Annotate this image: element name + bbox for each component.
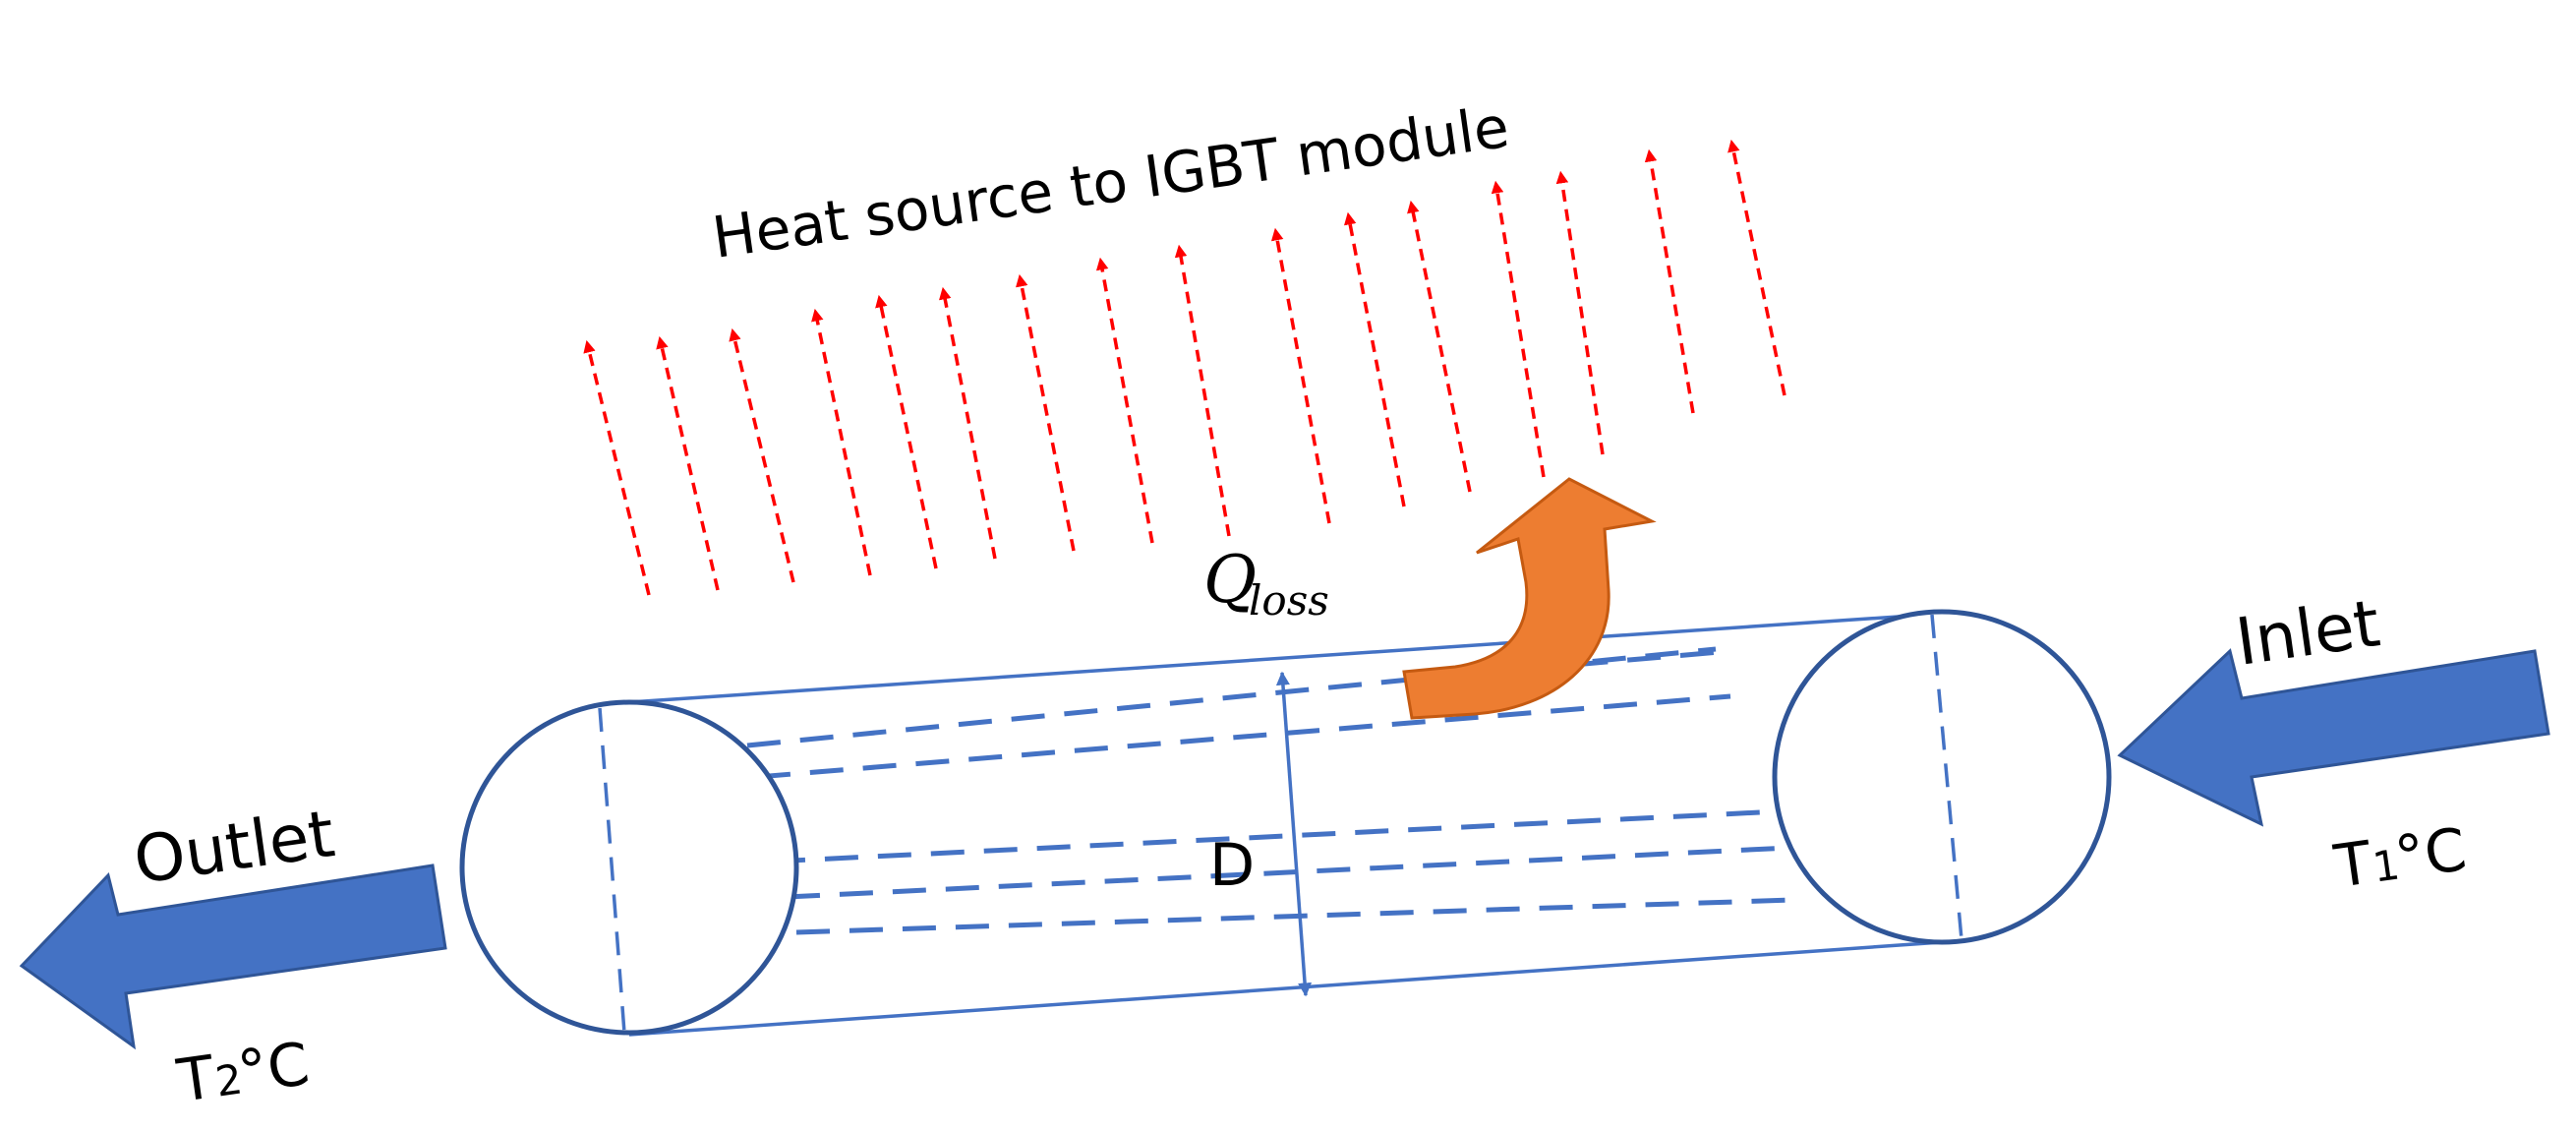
q-symbol: Q bbox=[1203, 542, 1257, 618]
heat-arrow bbox=[1727, 139, 1786, 396]
outlet-label: Outlet bbox=[130, 796, 339, 899]
heat-source-label: Heat source to IGBT module bbox=[708, 93, 1512, 271]
heat-arrow bbox=[583, 339, 651, 596]
heat-arrow bbox=[1095, 257, 1154, 544]
heat-arrow bbox=[875, 294, 938, 569]
diameter-indicator: D bbox=[1209, 671, 1313, 997]
inlet-flow-arrow bbox=[2117, 648, 2550, 827]
tube-top-edge bbox=[628, 612, 1943, 704]
heat-arrow bbox=[1270, 227, 1331, 524]
heat-arrow bbox=[1491, 180, 1546, 478]
t2-symbol: T bbox=[172, 1043, 218, 1116]
inlet-arrow-shape bbox=[2117, 648, 2550, 827]
heat-source-arrows bbox=[583, 139, 1786, 596]
heat-arrow bbox=[811, 308, 872, 576]
heat-arrow bbox=[939, 286, 997, 560]
heat-arrow bbox=[1407, 200, 1472, 493]
heat-arrow bbox=[1174, 244, 1231, 537]
t2-label: T 2 °C bbox=[172, 1030, 313, 1116]
outlet-end-circle bbox=[459, 699, 799, 1036]
outlet-end-diameter bbox=[598, 707, 626, 1034]
diameter-arrow bbox=[1275, 671, 1313, 997]
tube-internal-dashes bbox=[746, 646, 1795, 935]
inlet-end-diameter bbox=[1930, 614, 1963, 940]
heat-loss-arrow bbox=[1402, 477, 1657, 720]
t2-unit: °C bbox=[234, 1030, 314, 1107]
q-loss-label: Q loss bbox=[1203, 542, 1329, 625]
heat-arrow bbox=[1343, 211, 1406, 507]
diameter-label: D bbox=[1209, 831, 1255, 900]
t1-symbol: T bbox=[2329, 828, 2375, 902]
heat-arrow bbox=[1016, 273, 1076, 552]
tube-flow-dash-line bbox=[756, 693, 1731, 780]
t1-label: T 1 °C bbox=[2329, 815, 2470, 902]
tube bbox=[459, 609, 2112, 1037]
inlet-end-circle bbox=[1772, 609, 2112, 945]
heat-arrow bbox=[1644, 149, 1695, 414]
heat-arrow bbox=[656, 335, 720, 591]
q-subscript: loss bbox=[1249, 576, 1329, 625]
inlet-label: Inlet bbox=[2232, 585, 2384, 681]
heat-arrow bbox=[729, 328, 795, 583]
t1-unit: °C bbox=[2391, 815, 2471, 893]
heat-arrow bbox=[1555, 170, 1605, 455]
tube-flow-dash-line bbox=[795, 897, 1795, 935]
tube-bottom-edge bbox=[628, 940, 1943, 1037]
outlet-arrow-shape bbox=[19, 864, 447, 1050]
outlet-flow-arrow bbox=[19, 864, 447, 1050]
tube-flow-dash-line bbox=[771, 808, 1781, 864]
